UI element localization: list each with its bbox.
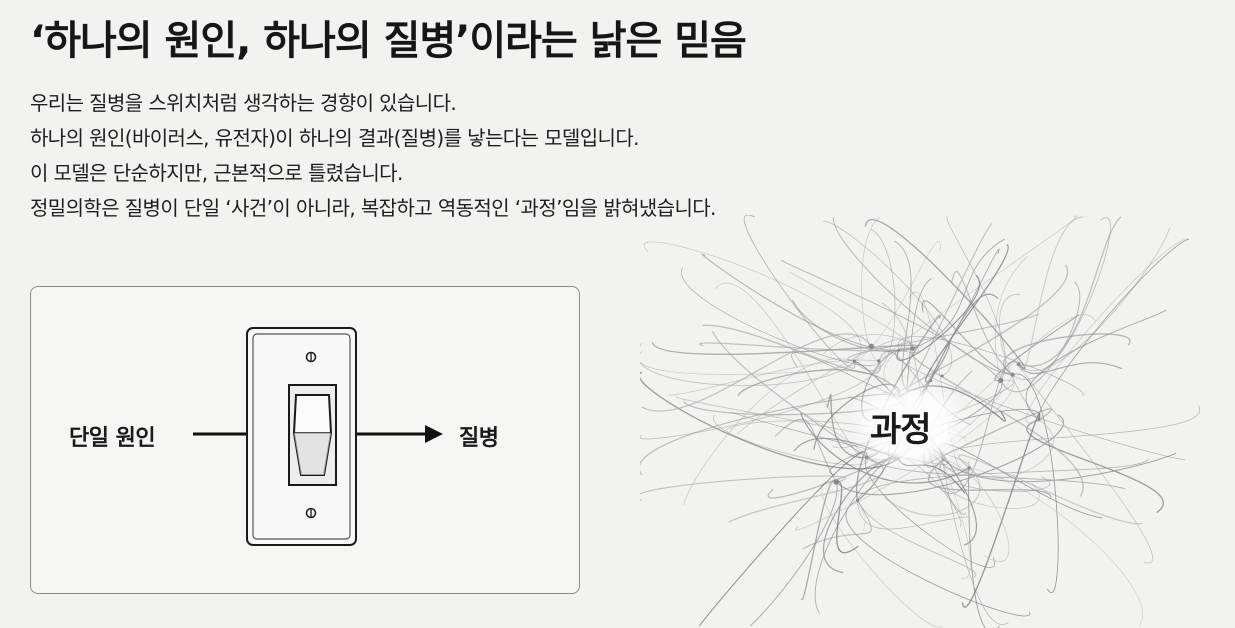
fiber-strand xyxy=(942,452,1177,483)
fiber-strand xyxy=(940,459,1051,492)
fiber-strand xyxy=(864,218,1026,370)
intro-text: 우리는 질병을 스위치처럼 생각하는 경향이 있습니다. 하나의 원인(바이러스… xyxy=(30,86,716,226)
fiber-strand xyxy=(641,333,872,412)
fiber-strand xyxy=(1017,216,1084,371)
fiber-strand xyxy=(967,419,1055,479)
fiber-strand xyxy=(998,294,1040,421)
fiber-node xyxy=(940,374,944,378)
fiber-strand xyxy=(640,351,857,375)
fiber-node xyxy=(1016,362,1021,366)
intro-line-1: 우리는 질병을 스위치처럼 생각하는 경향이 있습니다. xyxy=(30,91,457,115)
fiber-node xyxy=(967,466,971,470)
fiber-strand xyxy=(1018,216,1122,367)
process-network-diagram xyxy=(640,215,1200,628)
fiber-strand xyxy=(833,216,1013,376)
fiber-strand xyxy=(939,361,1019,494)
fiber-strand xyxy=(942,404,1200,460)
single-cause-label: 단일 원인 xyxy=(69,426,156,451)
fiber-strand xyxy=(1017,362,1123,375)
fiber-strand xyxy=(1012,217,1111,380)
fiber-strand xyxy=(675,396,970,469)
fiber-strand xyxy=(1018,227,1171,371)
fiber-strand xyxy=(713,414,869,466)
fiber-strand xyxy=(847,313,1039,362)
fiber-strand xyxy=(857,500,977,578)
fiber-strand xyxy=(1000,281,1081,393)
fiber-strand xyxy=(896,275,980,361)
fiber-strand xyxy=(823,221,952,377)
fiber-strand xyxy=(1026,309,1167,421)
center-glow xyxy=(848,377,972,473)
fiber-node xyxy=(897,348,901,352)
fiber-strand xyxy=(749,481,838,627)
fiber-strand xyxy=(789,271,914,349)
fiber-strand xyxy=(1012,373,1059,593)
fiber-strand xyxy=(961,413,1041,608)
disease-label: 질병 xyxy=(459,426,499,451)
fiber-strand xyxy=(699,342,913,352)
fiber-strand xyxy=(1002,333,1131,376)
fiber-strand xyxy=(878,215,1077,362)
fiber-strand xyxy=(736,338,905,435)
fiber-strand xyxy=(836,481,859,554)
fiber-strand xyxy=(861,216,881,362)
fiber-strand xyxy=(826,393,867,458)
fiber-node xyxy=(1010,372,1015,377)
fiber-strand xyxy=(802,500,872,550)
fiber-strand xyxy=(943,459,1010,563)
fiber-strand xyxy=(968,467,1000,628)
fiber-node xyxy=(852,359,857,363)
switch-model-panel: 단일 원인 질병 xyxy=(30,286,580,594)
fiber-strand xyxy=(1038,238,1189,421)
fiber-strand xyxy=(1026,419,1164,514)
fiber-strand xyxy=(969,467,1143,627)
fiber-node xyxy=(1037,418,1041,422)
switch-diagram xyxy=(193,327,443,546)
fiber-strand xyxy=(644,241,862,362)
fiber-strand xyxy=(854,228,896,372)
fiber-strand xyxy=(800,479,837,600)
fiber-strand xyxy=(1025,238,1190,424)
fiber-strand xyxy=(857,500,969,530)
process-label: 과정 xyxy=(870,410,932,450)
fiber-strand xyxy=(895,349,1186,461)
fiber-strand xyxy=(702,324,881,375)
fiber-strand xyxy=(909,347,1084,497)
intro-line-4: 정밀의학은 질병이 단일 ‘사건’이 아니라, 복잡하고 역동적인 ‘과정’임을… xyxy=(30,196,716,220)
fiber-node xyxy=(998,377,1004,383)
fiber-strand xyxy=(951,271,1013,376)
effect-arrow-head xyxy=(425,425,443,443)
fiber-strand xyxy=(640,342,855,387)
fiber-node xyxy=(856,498,860,502)
fiber-strand xyxy=(640,360,880,440)
fiber-strand xyxy=(701,253,900,351)
fiber-strand xyxy=(743,215,856,369)
light-switch-icon xyxy=(246,327,357,546)
page-title: ‘하나의 원인, 하나의 질병’이라는 낡은 믿음 xyxy=(30,18,747,64)
fiber-strand xyxy=(835,414,1064,496)
fiber-strand xyxy=(651,341,919,356)
fiber-node xyxy=(877,359,881,363)
fiber-strand xyxy=(857,294,999,501)
fiber-node xyxy=(910,346,915,351)
fiber-strand xyxy=(921,300,1013,376)
intro-line-2: 하나의 원인(바이러스, 유전자)이 하나의 결과(질병)를 낳는다는 모델입니… xyxy=(30,126,639,150)
fiber-strand xyxy=(857,458,1149,501)
fiber-node xyxy=(833,479,840,485)
fiber-strand xyxy=(994,256,1028,381)
fiber-strand xyxy=(774,418,837,483)
fiber-node xyxy=(868,343,875,349)
fiber-strand xyxy=(845,499,1030,617)
fiber-strand xyxy=(825,481,865,535)
intro-line-3: 이 모델은 단순하지만, 근본적으로 틀렸습니다. xyxy=(30,161,403,185)
fiber-strand xyxy=(958,454,1143,525)
fiber-strand xyxy=(864,457,995,568)
fiber-strand xyxy=(667,359,879,396)
fiber-strand xyxy=(714,282,868,461)
fiber-strand xyxy=(925,244,1009,383)
fiber-strand xyxy=(640,371,899,470)
fiber-strand xyxy=(820,480,943,628)
